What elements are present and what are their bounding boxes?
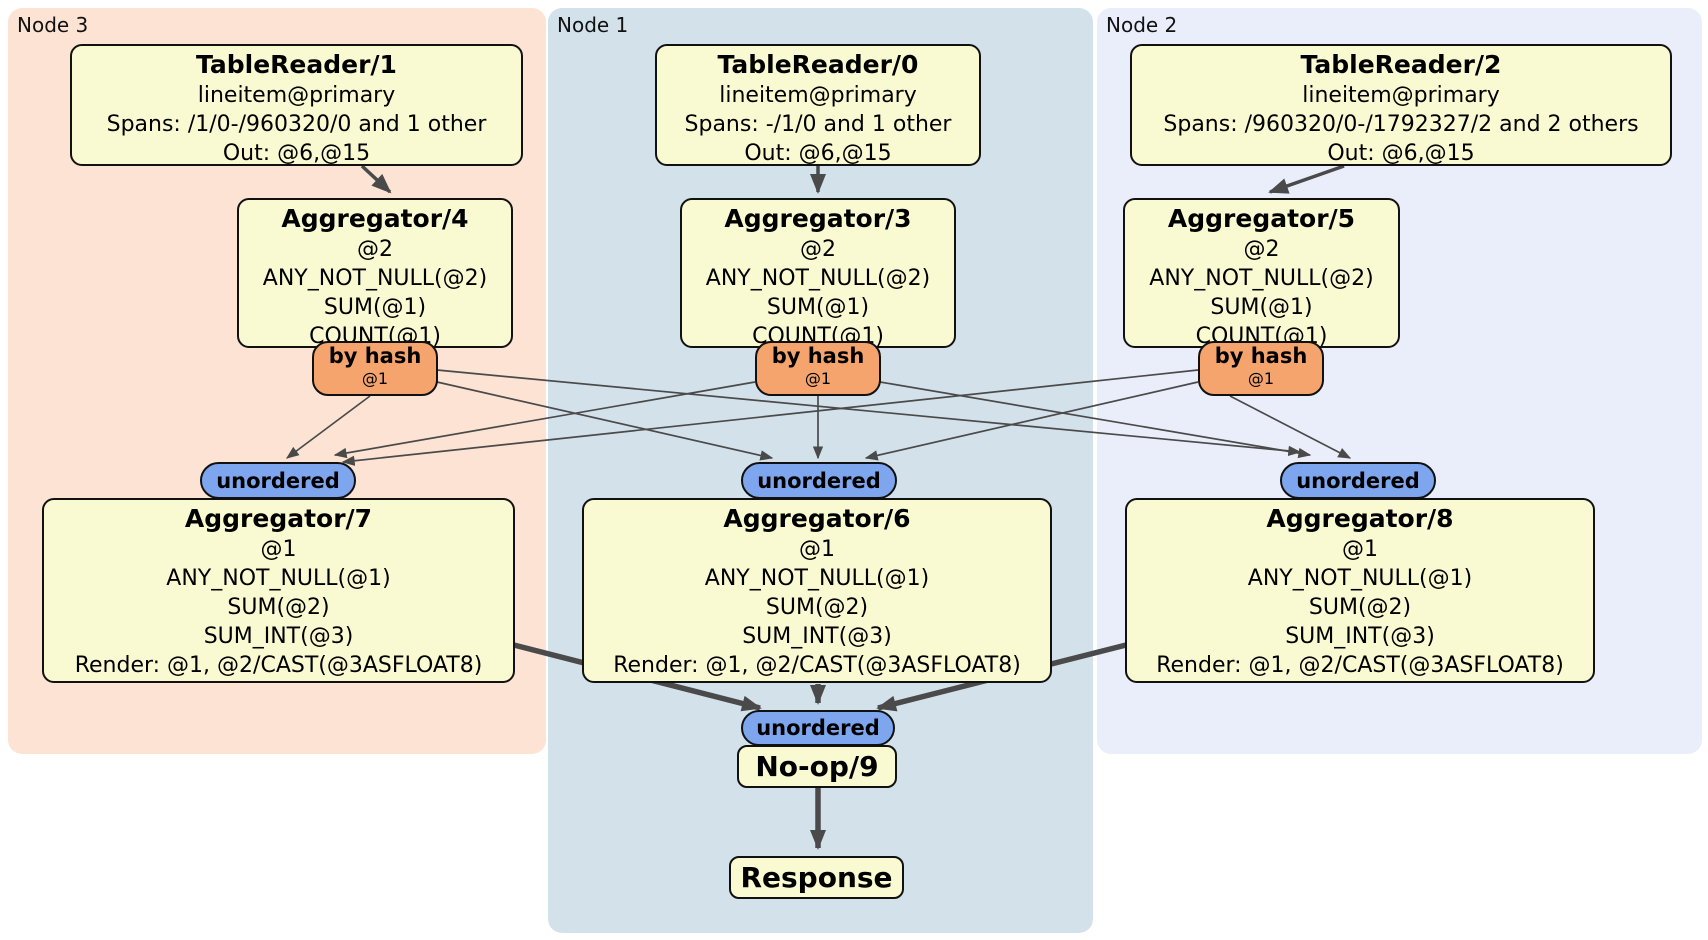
processor-aggregator-6: Aggregator/6 @1 ANY_NOT_NULL(@1) SUM(@2)… [582, 498, 1052, 683]
processor-detail: Render: @1, @2/CAST(@3ASFLOAT8) [74, 653, 483, 678]
processor-detail: Spans: /960320/0-/1792327/2 and 2 others [1163, 112, 1639, 137]
processor-detail: SUM(@1) [1210, 295, 1313, 320]
processor-detail: ANY_NOT_NULL(@2) [262, 266, 488, 291]
region-node1-label: Node 1 [557, 13, 629, 37]
router-by-hash-agg5: by hash @1 [1198, 341, 1324, 396]
processor-detail: ANY_NOT_NULL(@2) [1149, 266, 1374, 291]
stream-label: unordered [1296, 468, 1420, 493]
router-key: @1 [361, 369, 389, 388]
processor-detail: Out: @6,@15 [222, 141, 371, 166]
processor-title: No-op/9 [755, 750, 879, 783]
processor-aggregator-5: Aggregator/5 @2 ANY_NOT_NULL(@2) SUM(@1)… [1123, 198, 1400, 349]
processor-title: TableReader/0 [717, 50, 919, 79]
edge-tr2-agg5 [1268, 164, 1345, 194]
processor-detail: ANY_NOT_NULL(@1) [166, 566, 391, 591]
processor-title: Aggregator/5 [1167, 204, 1356, 233]
processor-detail: @2 [357, 237, 393, 262]
stream-unordered-agg7: unordered [200, 462, 356, 499]
router-key: @1 [804, 369, 832, 388]
processor-detail: @1 [260, 537, 297, 562]
processor-detail: @2 [1243, 237, 1280, 262]
router-by-hash-agg4: by hash @1 [312, 341, 438, 396]
processor-title: TableReader/2 [1300, 50, 1502, 79]
stream-label: unordered [756, 716, 880, 740]
processor-title: Response [740, 861, 893, 894]
processor-response: Response [729, 856, 904, 899]
stream-label: unordered [757, 468, 881, 493]
processor-detail: ANY_NOT_NULL(@1) [1247, 566, 1473, 591]
edge-tr1-agg4 [360, 164, 392, 194]
processor-tablereader-1: TableReader/1 lineitem@primary Spans: /1… [70, 44, 523, 166]
router-by-hash-agg3: by hash @1 [755, 341, 881, 396]
processor-detail: Spans: /1/0-/960320/0 and 1 other [106, 112, 487, 137]
router-key: @1 [1247, 369, 1275, 388]
processor-detail: Render: @1, @2/CAST(@3ASFLOAT8) [613, 653, 1021, 678]
processor-title: Aggregator/3 [724, 204, 912, 233]
processor-aggregator-7: Aggregator/7 @1 ANY_NOT_NULL(@1) SUM(@2)… [42, 498, 515, 683]
processor-aggregator-8: Aggregator/8 @1 ANY_NOT_NULL(@1) SUM(@2)… [1125, 498, 1595, 683]
processor-detail: ANY_NOT_NULL(@2) [705, 266, 931, 291]
processor-aggregator-3: Aggregator/3 @2 ANY_NOT_NULL(@2) SUM(@1)… [680, 198, 956, 349]
processor-title: Aggregator/7 [184, 504, 373, 533]
edge-hash5-s9 [1229, 395, 1352, 459]
processor-detail: Out: @6,@15 [1327, 141, 1475, 166]
stream-unordered-agg6: unordered [741, 462, 897, 499]
processor-detail: Spans: -/1/0 and 1 other [684, 112, 952, 137]
processor-detail: SUM(@1) [766, 295, 870, 320]
processor-title: Aggregator/6 [723, 504, 911, 533]
region-node3-label: Node 3 [17, 13, 89, 37]
processor-detail: SUM_INT(@3) [1285, 624, 1435, 649]
processor-title: Aggregator/8 [1266, 504, 1454, 533]
processor-tablereader-2: TableReader/2 lineitem@primary Spans: /9… [1130, 44, 1672, 166]
processor-title: TableReader/1 [196, 50, 397, 79]
processor-detail: lineitem@primary [719, 83, 917, 108]
edge-hash4-s7 [285, 395, 371, 459]
stream-unordered-noop: unordered [741, 710, 895, 746]
edge-hash4-s6 [436, 381, 774, 461]
router-label: by hash [771, 344, 865, 368]
processor-detail: Out: @6,@15 [744, 141, 892, 166]
processor-detail: SUM(@2) [1308, 595, 1412, 620]
processor-detail: @2 [800, 237, 836, 262]
processor-detail: SUM(@2) [227, 595, 330, 620]
stream-label: unordered [216, 468, 340, 493]
stream-unordered-agg8: unordered [1280, 462, 1436, 499]
region-node2-label: Node 2 [1106, 13, 1178, 37]
processor-detail: SUM_INT(@3) [203, 624, 354, 649]
processor-aggregator-4: Aggregator/4 @2 ANY_NOT_NULL(@2) SUM(@1)… [237, 198, 513, 349]
processor-detail: ANY_NOT_NULL(@1) [704, 566, 930, 591]
router-label: by hash [1214, 344, 1308, 368]
edge-hash5-s7 [341, 369, 1199, 466]
processor-detail: lineitem@primary [197, 83, 396, 108]
processor-noop-9: No-op/9 [737, 745, 897, 788]
processor-tablereader-0: TableReader/0 lineitem@primary Spans: -/… [655, 44, 981, 166]
processor-detail: @1 [1342, 537, 1378, 562]
processor-detail: Render: @1, @2/CAST(@3ASFLOAT8) [1156, 653, 1564, 678]
processor-detail: SUM(@2) [765, 595, 869, 620]
processor-title: Aggregator/4 [281, 204, 469, 233]
edge-hash3-s8 [879, 381, 1312, 459]
edge-hash3-s7 [333, 381, 756, 459]
processor-detail: lineitem@primary [1302, 83, 1500, 108]
processor-detail: SUM_INT(@3) [742, 624, 892, 649]
processor-detail: SUM(@1) [323, 295, 427, 320]
router-label: by hash [328, 344, 422, 368]
edge-hash4-s8 [436, 369, 1302, 457]
edge-hash5-s6 [864, 381, 1199, 461]
processor-detail: @1 [799, 537, 835, 562]
